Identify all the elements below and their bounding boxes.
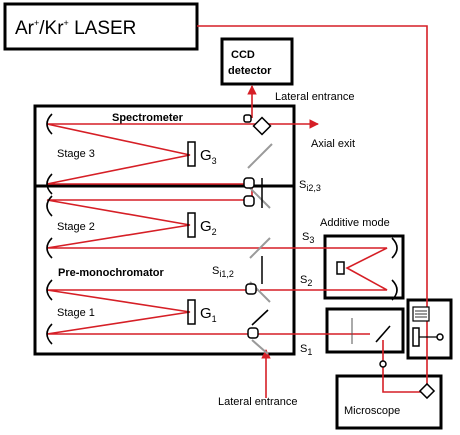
mirror-grey-5 (251, 339, 269, 355)
mirror-stage3-bottom (46, 173, 53, 195)
lateral-entrance-top-label: Lateral entrance (275, 91, 355, 103)
beam-paths (46, 25, 428, 398)
grating-g3 (187, 141, 196, 167)
premonochromator-title: Pre-monochromator (58, 267, 164, 279)
spectrometer-title: Spectrometer (112, 112, 184, 124)
sample-mirror (375, 325, 391, 343)
small-mirror-stage2 (243, 195, 255, 207)
mirror-stage1-flat (251, 309, 269, 326)
ccd-detector-box (220, 37, 294, 86)
g1-label: G1 (200, 305, 217, 324)
microscope-box (335, 374, 443, 430)
g3-label: G3 (200, 147, 217, 166)
notch-filter-knob (436, 333, 444, 341)
additive-mode-mirror-bottom (391, 279, 398, 301)
grating-g1 (187, 299, 196, 325)
slit-si12-label: Si1,2 (212, 265, 234, 279)
mirror-stage2-top (46, 195, 53, 217)
microscope-lens (379, 360, 387, 368)
flat-mirrors (243, 114, 273, 355)
stage3-beam (46, 123, 250, 185)
stage1-beam (46, 289, 258, 335)
mirror-grey-1 (247, 143, 273, 169)
microscope-beam (382, 340, 427, 393)
slit-s3-label: S3 (302, 231, 314, 245)
sample-box (325, 307, 405, 354)
stage1-label: Stage 1 (57, 307, 95, 319)
mirror-stage3-top (46, 113, 53, 135)
stage2-label: Stage 2 (57, 221, 95, 233)
prism-top (252, 116, 272, 136)
curved-mirrors (46, 113, 53, 345)
slit-s1-label: S1 (300, 343, 312, 357)
additive-mode-beam (260, 247, 388, 291)
notch-filter (412, 327, 420, 347)
additive-mode-mirror-top (391, 237, 398, 259)
stage2-beam (46, 199, 330, 249)
mirror-stage1-bottom (46, 323, 53, 345)
additive-mode-grating (336, 261, 345, 275)
microscope-label: Microscope (344, 405, 400, 417)
small-mirror-top (243, 114, 252, 123)
grating-g2 (187, 212, 196, 238)
lateral-entrance-bottom-label: Lateral entrance (218, 396, 298, 408)
small-mirror-stage3 (243, 177, 255, 189)
slit-si23-label: Si2,3 (299, 179, 321, 193)
laser-label: Ar+/Kr+ LASER (15, 18, 136, 39)
mirror-grey-3 (249, 237, 271, 259)
mirror-stage2-bottom (46, 237, 53, 259)
g2-label: G2 (200, 218, 217, 237)
ccd-label-line2: detector (228, 65, 272, 77)
additive-mode-label: Additive mode (320, 217, 390, 229)
laser-box (3, 2, 199, 51)
mirror-stage1-top (46, 279, 53, 301)
spectrometer-frame (33, 104, 296, 356)
small-mirror-s1 (247, 327, 259, 339)
laser-beam (197, 25, 428, 395)
ccd-label-line1: CCD (231, 49, 255, 61)
axial-exit-label: Axial exit (311, 138, 355, 150)
stage3-label: Stage 3 (57, 148, 95, 160)
beamsplitter-icon (418, 382, 436, 400)
gratings (187, 141, 196, 325)
small-mirror-stage1 (245, 283, 257, 295)
slit-s2-label: S2 (300, 274, 312, 288)
